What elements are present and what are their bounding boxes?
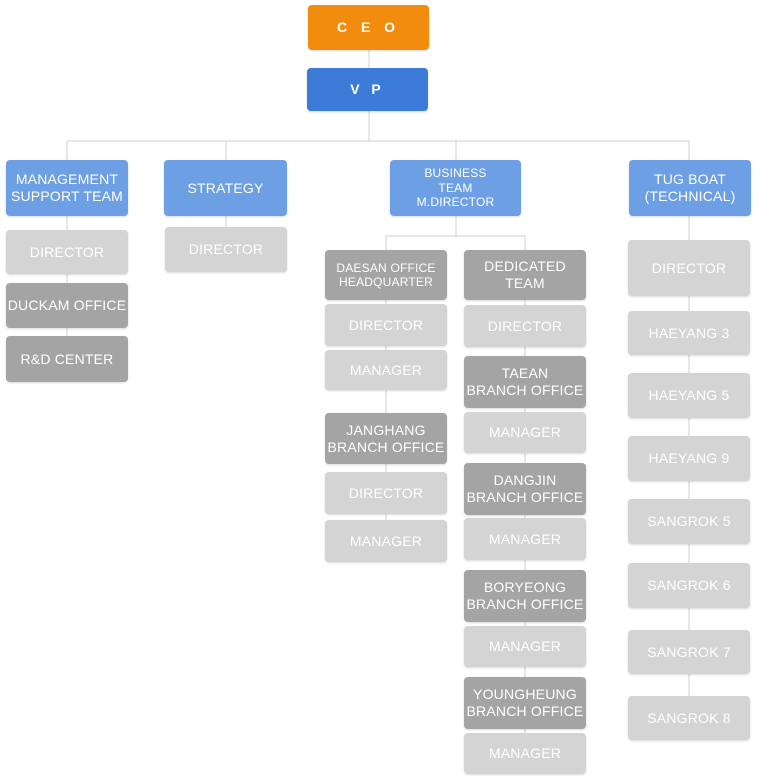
daesan-director-box: DIRECTOR (325, 304, 447, 346)
business-team-box: BUSINESS TEAM M.DIRECTOR (390, 160, 521, 216)
haeyang-9-box: HAEYANG 9 (628, 436, 750, 481)
management-support-team-box: MANAGEMENT SUPPORT TEAM (6, 160, 128, 216)
daesan-manager-box: MANAGER (325, 350, 447, 390)
sangrok-8-box: SANGROK 8 (628, 696, 750, 740)
sangrok-6-box: SANGROK 6 (628, 563, 750, 608)
haeyang-5-box: HAEYANG 5 (628, 373, 750, 418)
dangjin-manager-box: MANAGER (464, 518, 586, 560)
duckam-office-box: DUCKAM OFFICE (6, 283, 128, 328)
janghang-manager-box: MANAGER (325, 520, 447, 562)
boryeong-office-box: BORYEONG BRANCH OFFICE (464, 570, 586, 622)
strategy-director-box: DIRECTOR (165, 227, 287, 272)
taean-manager-box: MANAGER (464, 412, 586, 453)
boryeong-manager-box: MANAGER (464, 626, 586, 667)
janghang-office-box: JANGHANG BRANCH OFFICE (325, 413, 447, 464)
management-director-box: DIRECTOR (6, 230, 128, 274)
tug-boat-box: TUG BOAT (TECHNICAL) (629, 160, 751, 216)
youngheung-office-box: YOUNGHEUNG BRANCH OFFICE (464, 677, 586, 729)
dedicated-director-box: DIRECTOR (464, 305, 586, 347)
ceo-box: C E O (308, 5, 429, 50)
rd-center-box: R&D CENTER (6, 336, 128, 382)
sangrok-5-box: SANGROK 5 (628, 499, 750, 544)
daesan-office-box: DAESAN OFFICE HEADQUARTER (325, 250, 447, 300)
dedicated-team-box: DEDICATED TEAM (464, 250, 586, 300)
sangrok-7-box: SANGROK 7 (628, 630, 750, 674)
haeyang-3-box: HAEYANG 3 (628, 311, 750, 355)
vp-box: V P (307, 68, 428, 111)
taean-office-box: TAEAN BRANCH OFFICE (464, 356, 586, 408)
youngheung-manager-box: MANAGER (464, 733, 586, 774)
strategy-box: STRATEGY (164, 160, 287, 216)
tugboat-director-box: DIRECTOR (628, 240, 750, 296)
dangjin-office-box: DANGJIN BRANCH OFFICE (464, 463, 586, 515)
janghang-director-box: DIRECTOR (325, 472, 447, 514)
